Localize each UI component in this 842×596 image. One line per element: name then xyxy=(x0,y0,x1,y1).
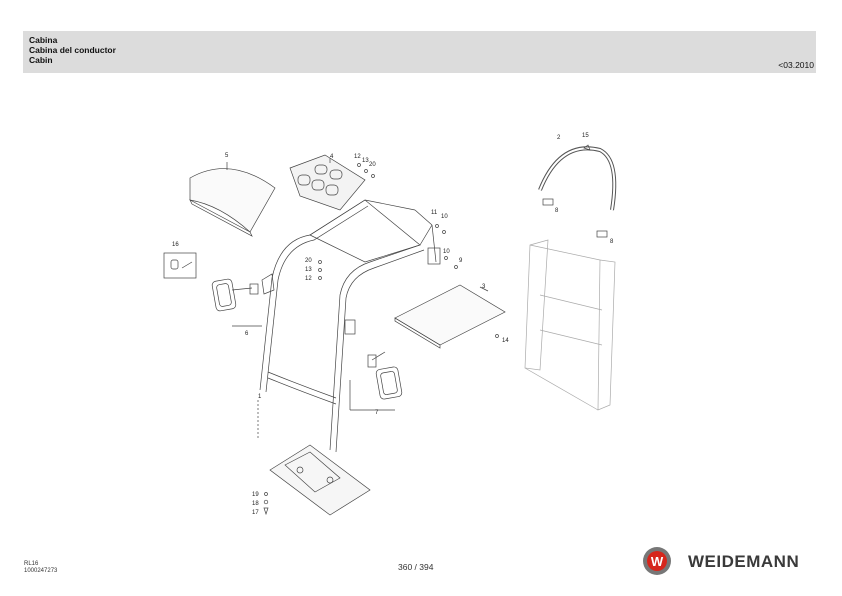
callout-18: 18 xyxy=(252,501,259,507)
screw-set-upper xyxy=(318,163,458,280)
right-mirror-part xyxy=(349,351,403,411)
arch-frame-part xyxy=(538,144,617,238)
validity-date: <03.2010 xyxy=(778,60,814,70)
footer-model-info: RL16 1000247273 xyxy=(24,561,57,575)
callout-8a: 8 xyxy=(555,208,559,214)
callout-7: 7 xyxy=(375,410,379,416)
small-parts-kit xyxy=(163,252,197,279)
callout-12a: 12 xyxy=(354,154,361,160)
model-code: RL16 xyxy=(24,561,39,567)
callout-3: 3 xyxy=(482,284,486,290)
document-number: 1000247273 xyxy=(24,568,58,574)
logo-letter: W xyxy=(651,554,664,569)
callout-8b: 8 xyxy=(610,239,614,245)
callout-20b: 20 xyxy=(305,258,312,264)
part-callouts: 1 2 3 4 5 6 7 8 8 9 10 10 11 12 12 13 13… xyxy=(172,133,614,516)
floor-panel-part xyxy=(394,284,506,349)
callout-9: 9 xyxy=(459,258,463,264)
callout-20a: 20 xyxy=(369,162,376,168)
page-number: 360 / 394 xyxy=(398,562,434,572)
callout-10b: 10 xyxy=(443,249,450,255)
cabin-base-part xyxy=(269,444,371,516)
headliner-part xyxy=(289,154,366,211)
callout-6: 6 xyxy=(245,331,249,337)
fastener-set-lower xyxy=(263,492,269,516)
title-spanish-full: Cabina del conductor xyxy=(29,45,116,55)
callout-1: 1 xyxy=(258,394,262,400)
title-spanish: Cabina xyxy=(29,35,58,45)
callout-13a: 13 xyxy=(362,158,369,164)
callout-17: 17 xyxy=(252,510,259,516)
callout-10a: 10 xyxy=(441,214,448,220)
cabin-frame-part xyxy=(257,199,441,453)
weidemann-logo: W xyxy=(643,547,671,575)
roof-panel-part xyxy=(189,162,276,237)
callout-11: 11 xyxy=(431,210,438,216)
left-mirror-part xyxy=(211,273,275,327)
document-header: Cabina Cabina del conductor Cabin <03.20… xyxy=(23,31,816,73)
callout-14: 14 xyxy=(502,338,509,344)
callout-2: 2 xyxy=(557,135,561,141)
callout-19: 19 xyxy=(252,492,259,498)
callout-12b: 12 xyxy=(305,276,312,282)
reference-cabin-outline xyxy=(524,239,616,411)
callout-16: 16 xyxy=(172,242,179,248)
callout-4: 4 xyxy=(330,154,334,160)
title-english: Cabin xyxy=(29,55,53,65)
callout-13b: 13 xyxy=(305,267,312,273)
callout-5: 5 xyxy=(225,153,229,159)
brand-name: WEIDEMANN xyxy=(688,552,800,571)
callout-15: 15 xyxy=(582,133,589,139)
